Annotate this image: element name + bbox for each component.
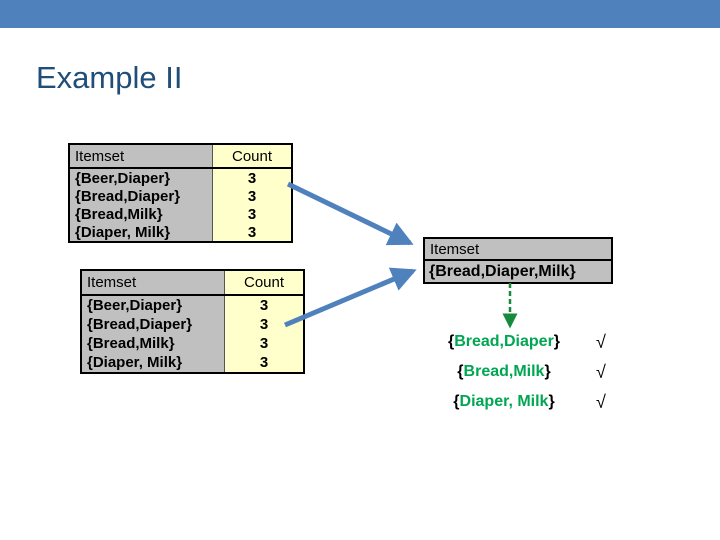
- count-cell: 3: [224, 315, 304, 334]
- table-row: {Diaper, Milk} 3: [81, 353, 304, 373]
- candidate-pairs-table-1: Itemset Count {Beer,Diaper} 3 {Bread,Dia…: [68, 143, 293, 243]
- column-header-itemset: Itemset: [424, 238, 612, 261]
- checkmark-icon: √: [596, 391, 606, 412]
- frequent-subset-checklist: {Bread,Diaper} √ {Bread,Milk} √ {Diaper,…: [428, 327, 628, 417]
- table-row: {Beer,Diaper} 3: [69, 168, 292, 187]
- slide-accent-bar: [0, 0, 720, 28]
- close-brace: }: [553, 333, 561, 350]
- table-row: {Bread,Diaper} 3: [81, 315, 304, 334]
- itemset-label: {Bread,Milk}: [428, 363, 580, 381]
- column-header-itemset: Itemset: [81, 270, 225, 296]
- itemset-text: Diaper, Milk: [459, 393, 549, 410]
- itemset-cell: {Bread,Diaper,Milk}: [424, 260, 612, 283]
- close-brace: }: [544, 363, 551, 380]
- frequent-subset-row: {Bread,Milk} √: [428, 357, 628, 387]
- count-cell: 3: [212, 205, 292, 223]
- column-header-itemset: Itemset: [69, 144, 213, 169]
- count-cell: 3: [212, 187, 292, 205]
- open-brace: {: [457, 363, 464, 380]
- table-header-row: Itemset Count: [81, 270, 304, 296]
- table-header-row: Itemset Count: [69, 144, 292, 169]
- count-cell: 3: [212, 168, 292, 187]
- itemset-cell: {Beer,Diaper}: [69, 168, 213, 187]
- arrow-table1-to-triple: [286, 181, 414, 246]
- count-cell: 3: [224, 295, 304, 315]
- itemset-cell: {Beer,Diaper}: [81, 295, 225, 315]
- checkmark-icon: √: [596, 331, 606, 352]
- checkmark-icon: √: [596, 361, 606, 382]
- count-cell: 3: [224, 353, 304, 373]
- itemset-cell: {Bread,Milk}: [81, 334, 225, 353]
- itemset-cell: {Diaper, Milk}: [69, 223, 213, 242]
- table-row: {Bread,Diaper,Milk}: [424, 260, 612, 283]
- open-brace: {: [447, 333, 455, 350]
- itemset-text: Bread,Diaper: [454, 333, 554, 350]
- itemset-label: {Diaper, Milk}: [428, 393, 580, 411]
- itemset-cell: {Bread,Diaper}: [81, 315, 225, 334]
- column-header-count: Count: [224, 270, 304, 296]
- table-row: {Bread,Milk} 3: [69, 205, 292, 223]
- table-row: {Bread,Diaper} 3: [69, 187, 292, 205]
- slide-title: Example II: [36, 60, 183, 95]
- column-header-count: Count: [212, 144, 292, 169]
- itemset-cell: {Bread,Milk}: [69, 205, 213, 223]
- open-brace: {: [453, 393, 460, 410]
- count-cell: 3: [224, 334, 304, 353]
- table-row: {Beer,Diaper} 3: [81, 295, 304, 315]
- candidate-triple-table: Itemset {Bread,Diaper,Milk}: [423, 237, 613, 284]
- table-header-row: Itemset: [424, 238, 612, 261]
- itemset-label: {Bread,Diaper}: [428, 333, 580, 351]
- table-row: {Bread,Milk} 3: [81, 334, 304, 353]
- table-row: {Diaper, Milk} 3: [69, 223, 292, 242]
- candidate-pairs-table-2: Itemset Count {Beer,Diaper} 3 {Bread,Dia…: [80, 269, 305, 374]
- count-cell: 3: [212, 223, 292, 242]
- itemset-cell: {Bread,Diaper}: [69, 187, 213, 205]
- itemset-cell: {Diaper, Milk}: [81, 353, 225, 373]
- frequent-subset-row: {Diaper, Milk} √: [428, 387, 628, 417]
- close-brace: }: [548, 393, 555, 410]
- itemset-text: Bread,Milk: [463, 363, 545, 380]
- frequent-subset-row: {Bread,Diaper} √: [428, 327, 628, 357]
